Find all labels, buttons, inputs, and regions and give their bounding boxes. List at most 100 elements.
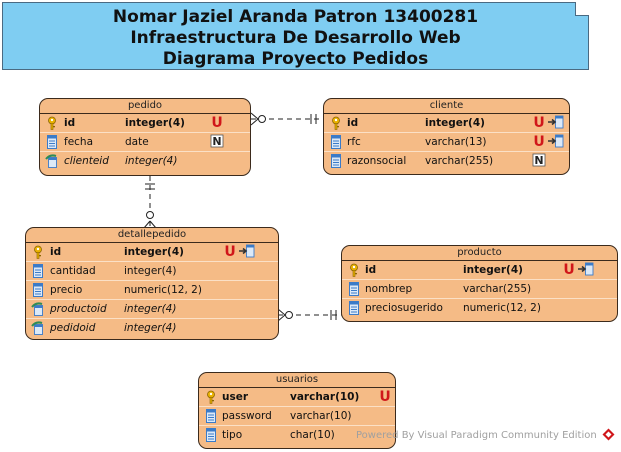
entity-title: cliente: [324, 99, 569, 114]
rel-detallepedido-producto[interactable]: [277, 308, 343, 322]
column-type: numeric(12, 2): [124, 284, 202, 296]
column-type: integer(4): [124, 246, 184, 258]
column-row-clienteid[interactable]: clienteid integer(4): [40, 152, 250, 170]
column-name: id: [50, 246, 62, 258]
column-row-precio[interactable]: precio numeric(12, 2): [26, 281, 278, 300]
unique-constraint-icon: U: [224, 244, 235, 258]
column-name: tipo: [222, 429, 243, 441]
note-line-author: Nomar Jaziel Aranda Patron 13400281: [112, 7, 479, 27]
column-row-id[interactable]: id integer(4) U: [40, 114, 250, 133]
column-name: fecha: [64, 136, 94, 148]
svg-text:U: U: [533, 134, 544, 148]
foreign-key-icon: [31, 302, 43, 316]
column-type: integer(4): [463, 264, 523, 276]
foreign-key-icon: [31, 321, 43, 335]
index-icon: [548, 115, 564, 129]
column-icon: [349, 301, 359, 315]
column-name: id: [347, 117, 359, 129]
column-name: password: [222, 410, 272, 422]
column-row-razonsocial[interactable]: razonsocial varchar(255) N: [324, 152, 569, 170]
svg-text:N: N: [534, 154, 543, 167]
column-icon: [349, 282, 359, 296]
rel-detallepedido-pedido[interactable]: [143, 176, 157, 229]
foreign-key-icon: [45, 154, 57, 168]
column-name: id: [64, 117, 76, 129]
column-row-password[interactable]: password varchar(10): [199, 407, 395, 426]
column-row-id[interactable]: id integer(4) U: [342, 261, 617, 280]
primary-key-icon: [48, 116, 56, 130]
watermark-text: Powered By Visual Paradigm Community Edi…: [356, 430, 597, 441]
column-icon: [33, 283, 43, 297]
column-icon: [206, 428, 216, 442]
column-name: clienteid: [64, 155, 109, 167]
column-type: integer(4): [124, 265, 177, 277]
note-line-diagram: Diagrama Proyecto Pedidos: [162, 49, 429, 69]
column-type: varchar(10): [290, 410, 352, 422]
column-icon: [47, 135, 57, 149]
column-row-rfc[interactable]: rfc varchar(13) U: [324, 133, 569, 152]
column-name: precio: [50, 284, 83, 296]
column-type: varchar(255): [425, 155, 494, 167]
column-type: varchar(255): [463, 283, 532, 295]
column-type: integer(4): [124, 322, 177, 334]
column-name: id: [365, 264, 377, 276]
primary-key-icon: [34, 245, 42, 259]
svg-text:U: U: [379, 389, 390, 403]
svg-text:U: U: [563, 262, 574, 276]
column-row-nombrep[interactable]: nombrep varchar(255): [342, 280, 617, 299]
column-name: rfc: [347, 136, 361, 148]
note-line-course: Infraestructura De Desarrollo Web: [130, 28, 461, 48]
column-type: integer(4): [125, 117, 185, 129]
nullable-icon: N: [532, 153, 546, 167]
column-type: integer(4): [124, 303, 177, 315]
column-row-productoid[interactable]: productoid integer(4): [26, 300, 278, 319]
column-icon: [331, 135, 341, 149]
rel-pedido-cliente[interactable]: [250, 112, 322, 126]
column-row-cantidad[interactable]: cantidad integer(4): [26, 262, 278, 281]
column-row-pedidoid[interactable]: pedidoid integer(4): [26, 319, 278, 337]
column-row-id[interactable]: id integer(4) U: [324, 114, 569, 133]
nullable-icon: N: [210, 134, 224, 148]
column-name: pedidoid: [50, 322, 96, 334]
column-type: numeric(12, 2): [463, 302, 541, 314]
unique-constraint-icon: U: [379, 389, 390, 403]
unique-constraint-icon: U: [211, 115, 222, 129]
column-row-fecha[interactable]: fecha date N: [40, 133, 250, 152]
column-type: varchar(10): [290, 391, 360, 403]
column-name: cantidad: [50, 265, 96, 277]
svg-text:U: U: [211, 115, 222, 129]
svg-text:N: N: [212, 135, 221, 148]
column-name: nombrep: [365, 283, 413, 295]
entity-title: usuarios: [199, 373, 395, 388]
column-type: integer(4): [125, 155, 178, 167]
note-text: Nomar Jaziel Aranda Patron 13400281 Infr…: [3, 7, 588, 70]
column-type: integer(4): [425, 117, 485, 129]
unique-constraint-icon: U: [563, 262, 574, 276]
column-name: productoid: [50, 303, 107, 315]
note-fold-corner: [575, 2, 589, 16]
svg-text:U: U: [533, 115, 544, 129]
entity-title: detallepedido: [26, 228, 278, 243]
column-icon: [33, 264, 43, 278]
index-icon: [239, 244, 255, 258]
column-row-id[interactable]: id integer(4) U: [26, 243, 278, 262]
visual-paradigm-logo-icon: [602, 428, 615, 441]
unique-constraint-icon: U: [533, 115, 544, 129]
primary-key-icon: [207, 390, 215, 404]
column-name: razonsocial: [347, 155, 407, 167]
primary-key-icon: [350, 263, 358, 277]
entity-title: producto: [342, 246, 617, 261]
column-type: varchar(13): [425, 136, 487, 148]
column-type: date: [125, 136, 149, 148]
entity-title: pedido: [40, 99, 250, 114]
title-note[interactable]: Nomar Jaziel Aranda Patron 13400281 Infr…: [2, 2, 589, 70]
svg-text:U: U: [224, 244, 235, 258]
